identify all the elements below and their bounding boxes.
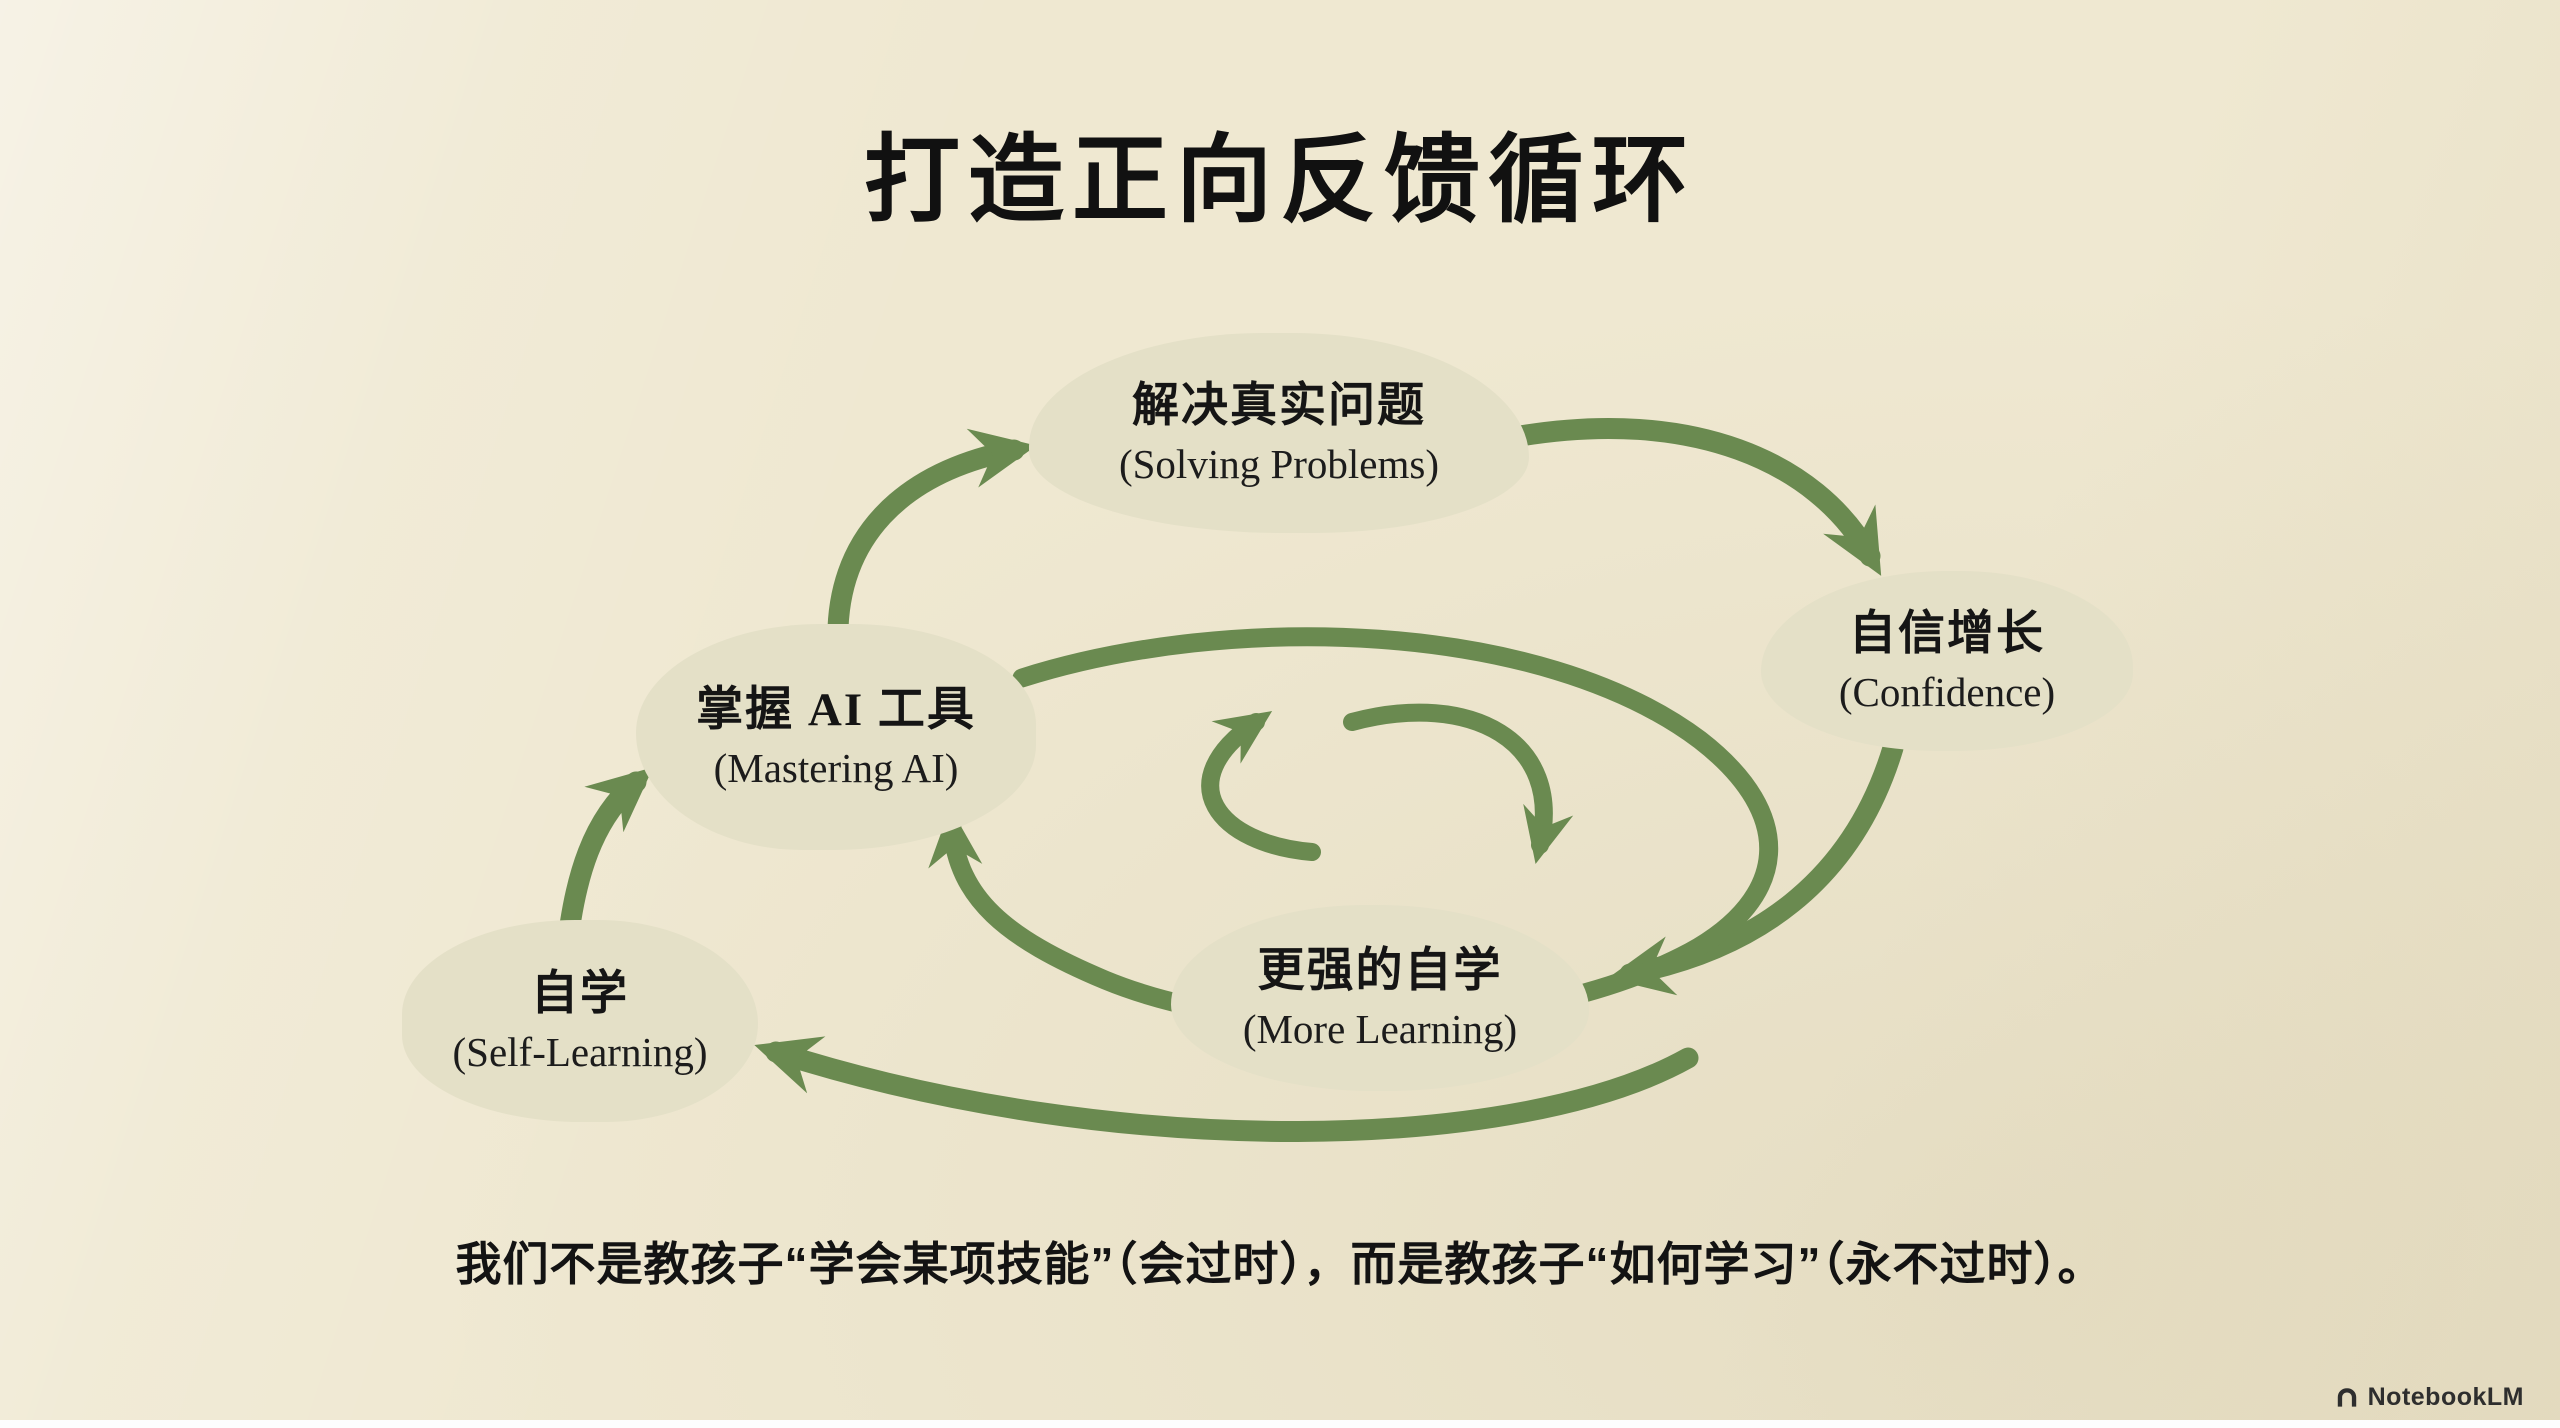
node-self-label-en: (Self-Learning) [452,1029,708,1076]
node-self-label-zh: 自学 [531,967,629,1020]
node-mastering-label-zh: 掌握 AI 工具 [696,683,976,736]
bottom-white-strip [0,1420,2560,1428]
notebooklm-logo-icon [2337,1387,2356,1407]
notebooklm-watermark: NotebookLM [2334,1383,2524,1412]
node-mastering-label-en: (Mastering AI) [713,745,959,792]
arrow-return-to-self [754,1036,1699,1142]
slide-title: 打造正向反馈循环 [864,127,1696,234]
arrow-solving-to-confidence [1509,417,1882,576]
node-solving-label-en: (Solving Problems) [1118,441,1440,488]
node-confidence-label-en: (Confidence) [1838,669,2056,716]
node-solving-label-zh: 解决真实问题 [1132,379,1426,432]
arrow-mastering-to-solving [827,428,1037,657]
node-confidence: 自信增长 (Confidence) [1761,571,2133,751]
arrow-inner-spiral-right [1343,703,1574,865]
footer-takeaway-text: 我们不是教孩子“学会某项技能”（会过时），而是教孩子“如何学习”（永不过时）。 [455,1238,2105,1290]
node-more-label-zh: 更强的自学 [1257,944,1503,997]
arrow-inner-spiral-left [1201,710,1321,861]
arrow-loop-more-to-mastering [928,627,1778,1033]
node-more-learning: 更强的自学 (More Learning) [1171,905,1589,1091]
node-self-learning: 自学 (Self-Learning) [402,920,758,1122]
node-solving-problems: 解决真实问题 (Solving Problems) [1029,333,1529,533]
watermark-label: NotebookLM [2367,1383,2524,1411]
node-mastering-ai: 掌握 AI 工具 (Mastering AI) [636,624,1036,850]
node-more-label-en: (More Learning) [1242,1006,1518,1053]
node-confidence-label-zh: 自信增长 [1849,607,2045,660]
